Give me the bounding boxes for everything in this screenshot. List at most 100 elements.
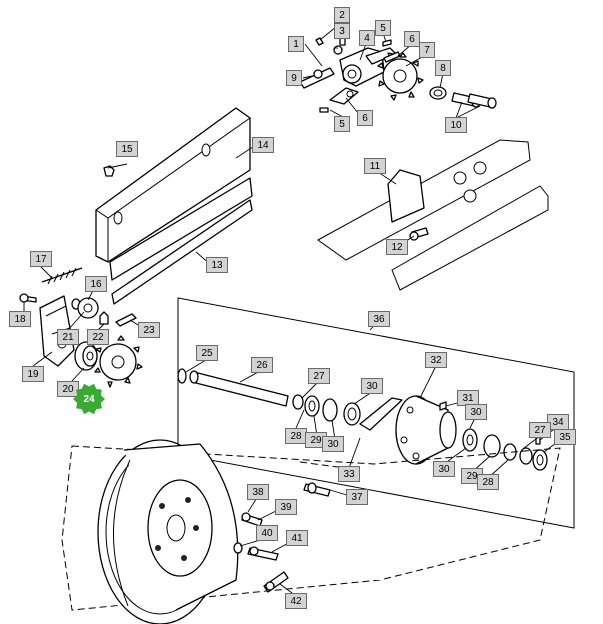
callout-label-text: 3: [339, 26, 345, 37]
callout-box: [445, 117, 467, 133]
callout-label-text: 22: [92, 332, 104, 343]
callout-label-text: 21: [62, 332, 74, 343]
callout-label-text: 38: [252, 487, 264, 498]
callout-box: [57, 381, 79, 397]
callout-box: [554, 429, 576, 445]
callout-label-text: 40: [261, 528, 273, 539]
callout-label-text: 6: [362, 113, 368, 124]
callout-3: 3: [334, 23, 350, 39]
callout-box: [529, 422, 551, 438]
callout-label-text: 9: [291, 73, 297, 84]
callout-42: 42: [285, 593, 307, 609]
callout-label-text: 13: [211, 260, 223, 271]
callout-22: 22: [87, 329, 109, 345]
callout-box: [256, 525, 278, 541]
callout-label-text: 30: [366, 381, 378, 392]
callout-box: [368, 311, 390, 327]
callout-label-text: 26: [256, 360, 268, 371]
callout-41: 41: [286, 530, 308, 546]
callout-label-text: 10: [450, 120, 462, 131]
callout-label-text: 39: [280, 502, 292, 513]
callout-6: 6: [357, 110, 373, 126]
callout-5: 5: [375, 20, 391, 36]
callout-39: 39: [275, 499, 297, 515]
callout-14: 14: [252, 137, 274, 153]
callout-box: [285, 593, 307, 609]
callout-2: 2: [334, 7, 350, 23]
callout-1: 1: [288, 36, 304, 52]
wheel-envelope: [61, 445, 561, 611]
callout-box: [404, 31, 420, 47]
callout-label-text: 5: [339, 119, 345, 130]
callout-box: [87, 329, 109, 345]
callout-label-text: 6: [409, 34, 415, 45]
callout-box: [286, 70, 302, 86]
callout-label-text: 34: [552, 417, 564, 428]
callout-box: [252, 137, 274, 153]
callout-20: 20: [57, 381, 79, 397]
chain-case: [317, 139, 549, 291]
callout-box: [465, 404, 487, 420]
callout-box: [22, 366, 44, 382]
callout-11: 11: [364, 158, 386, 174]
callout-30: 30: [433, 461, 455, 477]
callout-box: [364, 158, 386, 174]
callout-box: [386, 239, 408, 255]
callout-30: 30: [465, 404, 487, 420]
callout-box: [334, 116, 350, 132]
callout-36: 36: [368, 311, 390, 327]
callout-30: 30: [322, 436, 344, 452]
callout-31: 31: [457, 390, 479, 406]
callout-18: 18: [9, 311, 31, 327]
callout-box: [30, 251, 52, 267]
callout-label-text: 28: [290, 431, 302, 442]
callout-label-text: 1: [293, 39, 299, 50]
callout-32: 32: [425, 352, 447, 368]
callout-30: 30: [361, 378, 383, 394]
callout-label-text: 33: [343, 469, 355, 480]
callout-box: [359, 30, 375, 46]
callout-37: 37: [346, 489, 368, 505]
top-drive-assembly: [299, 34, 497, 113]
callout-10: 10: [445, 117, 467, 133]
callout-box: [251, 357, 273, 373]
callout-label-text: 16: [90, 279, 102, 290]
callout-label-text: 42: [290, 596, 302, 607]
callout-label-text: 12: [391, 242, 403, 253]
callout-box: [196, 345, 218, 361]
callout-label-text: 27: [313, 371, 325, 382]
callout-label-text: 4: [364, 33, 370, 44]
callout-label-text: 15: [121, 144, 133, 155]
callout-label-text: 41: [291, 533, 303, 544]
callout-27: 27: [529, 422, 551, 438]
callout-label-text: 29: [310, 435, 322, 446]
callout-label-text: 24: [83, 394, 95, 405]
callout-box: [57, 329, 79, 345]
callout-27: 27: [308, 368, 330, 384]
callout-label-text: 25: [201, 348, 213, 359]
callout-box: [361, 378, 383, 394]
frame-channel: [95, 107, 253, 305]
callout-label-text: 20: [62, 384, 74, 395]
callout-4: 4: [359, 30, 375, 46]
callout-box: [116, 141, 138, 157]
callout-box: [85, 276, 107, 292]
callout-label-text: 18: [14, 314, 26, 325]
callout-box: [247, 484, 269, 500]
callout-box: [375, 20, 391, 36]
callout-box: [357, 110, 373, 126]
callout-28: 28: [285, 428, 307, 444]
callout-box: [425, 352, 447, 368]
hub-assembly: [177, 297, 575, 529]
callout-box: [322, 436, 344, 452]
callout-15: 15: [116, 141, 138, 157]
callout-40: 40: [256, 525, 278, 541]
callout-23: 23: [138, 322, 160, 338]
callout-label-text: 23: [143, 325, 155, 336]
callout-38: 38: [247, 484, 269, 500]
callout-label-text: 28: [482, 477, 494, 488]
callout-label-text: 30: [438, 464, 450, 475]
callout-box: [9, 311, 31, 327]
callout-28: 28: [477, 474, 499, 490]
